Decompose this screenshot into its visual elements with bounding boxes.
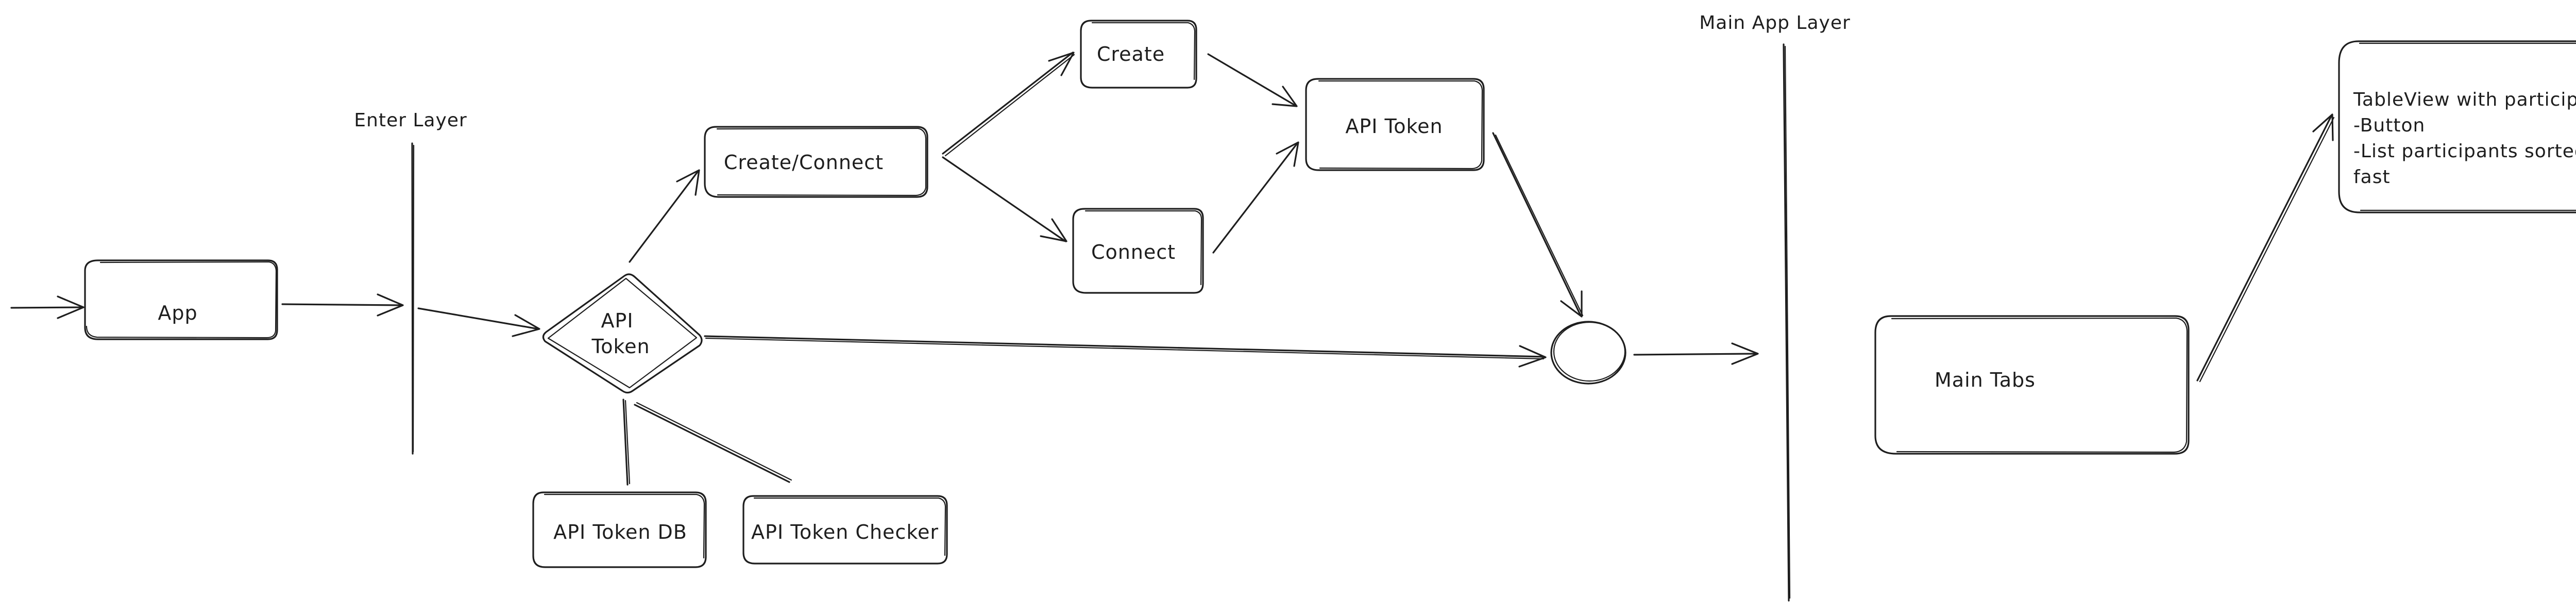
main-app-layer-divider bbox=[1783, 43, 1791, 602]
arrow-entry-to-app bbox=[10, 295, 84, 319]
connect-node[interactable]: Connect bbox=[1072, 208, 1204, 294]
tableview-label-line2: -Button bbox=[2353, 115, 2425, 136]
api-token-db-node[interactable]: API Token DB bbox=[532, 491, 707, 568]
tableview-node[interactable]: TableView with participants -Button -Lis… bbox=[2338, 40, 2576, 213]
api-token-db-label: API Token DB bbox=[553, 521, 687, 543]
connect-label: Connect bbox=[1091, 241, 1176, 263]
main-app-layer-label: Main App Layer bbox=[1699, 12, 1851, 34]
create-label: Create bbox=[1097, 43, 1165, 65]
connector-decision-to-db bbox=[622, 399, 631, 486]
enter-layer-label: Enter Layer bbox=[354, 110, 467, 131]
tableview-label-line3: -List participants sorted by bbox=[2353, 141, 2576, 162]
create-connect-label: Create/Connect bbox=[724, 151, 884, 174]
arrow-app-to-enter-layer bbox=[281, 293, 404, 317]
api-token-checker-node[interactable]: API Token Checker bbox=[742, 495, 948, 565]
api-token-decision-label-line2: Token bbox=[591, 335, 650, 358]
api-token-decision[interactable]: API Token bbox=[542, 273, 703, 394]
create-connect-node[interactable]: Create/Connect bbox=[704, 126, 928, 198]
tableview-label-line1: TableView with participants bbox=[2353, 89, 2576, 110]
arrow-create-to-api-token bbox=[1207, 53, 1298, 107]
arrow-enter-layer-to-decision bbox=[417, 307, 540, 337]
app-label: App bbox=[158, 302, 197, 324]
api-token-label: API Token bbox=[1345, 115, 1443, 138]
merge-circle[interactable] bbox=[1550, 321, 1626, 385]
tableview-label-line4: fast bbox=[2353, 167, 2391, 188]
arrow-create-connect-to-create bbox=[942, 52, 1075, 157]
arrow-main-tabs-to-tableview bbox=[2196, 113, 2335, 383]
api-token-decision-label-line1: API bbox=[601, 309, 633, 332]
create-node[interactable]: Create bbox=[1080, 20, 1197, 89]
api-token-checker-label: API Token Checker bbox=[751, 521, 939, 543]
enter-layer-divider bbox=[411, 142, 415, 455]
main-tabs-node[interactable]: Main Tabs bbox=[1874, 315, 2190, 455]
arrow-api-token-to-circle bbox=[1492, 132, 1584, 318]
arrow-connect-to-api-token bbox=[1212, 141, 1299, 254]
arrow-circle-to-main-app-layer bbox=[1633, 342, 1759, 365]
connector-decision-to-checker bbox=[634, 402, 792, 483]
arrow-decision-to-circle bbox=[704, 335, 1547, 368]
arrow-decision-to-create-connect bbox=[629, 169, 700, 263]
app-node[interactable]: App bbox=[84, 259, 278, 340]
arrow-create-connect-to-connect bbox=[942, 156, 1067, 242]
api-token-node[interactable]: API Token bbox=[1305, 78, 1485, 171]
main-tabs-label: Main Tabs bbox=[1935, 369, 2036, 391]
